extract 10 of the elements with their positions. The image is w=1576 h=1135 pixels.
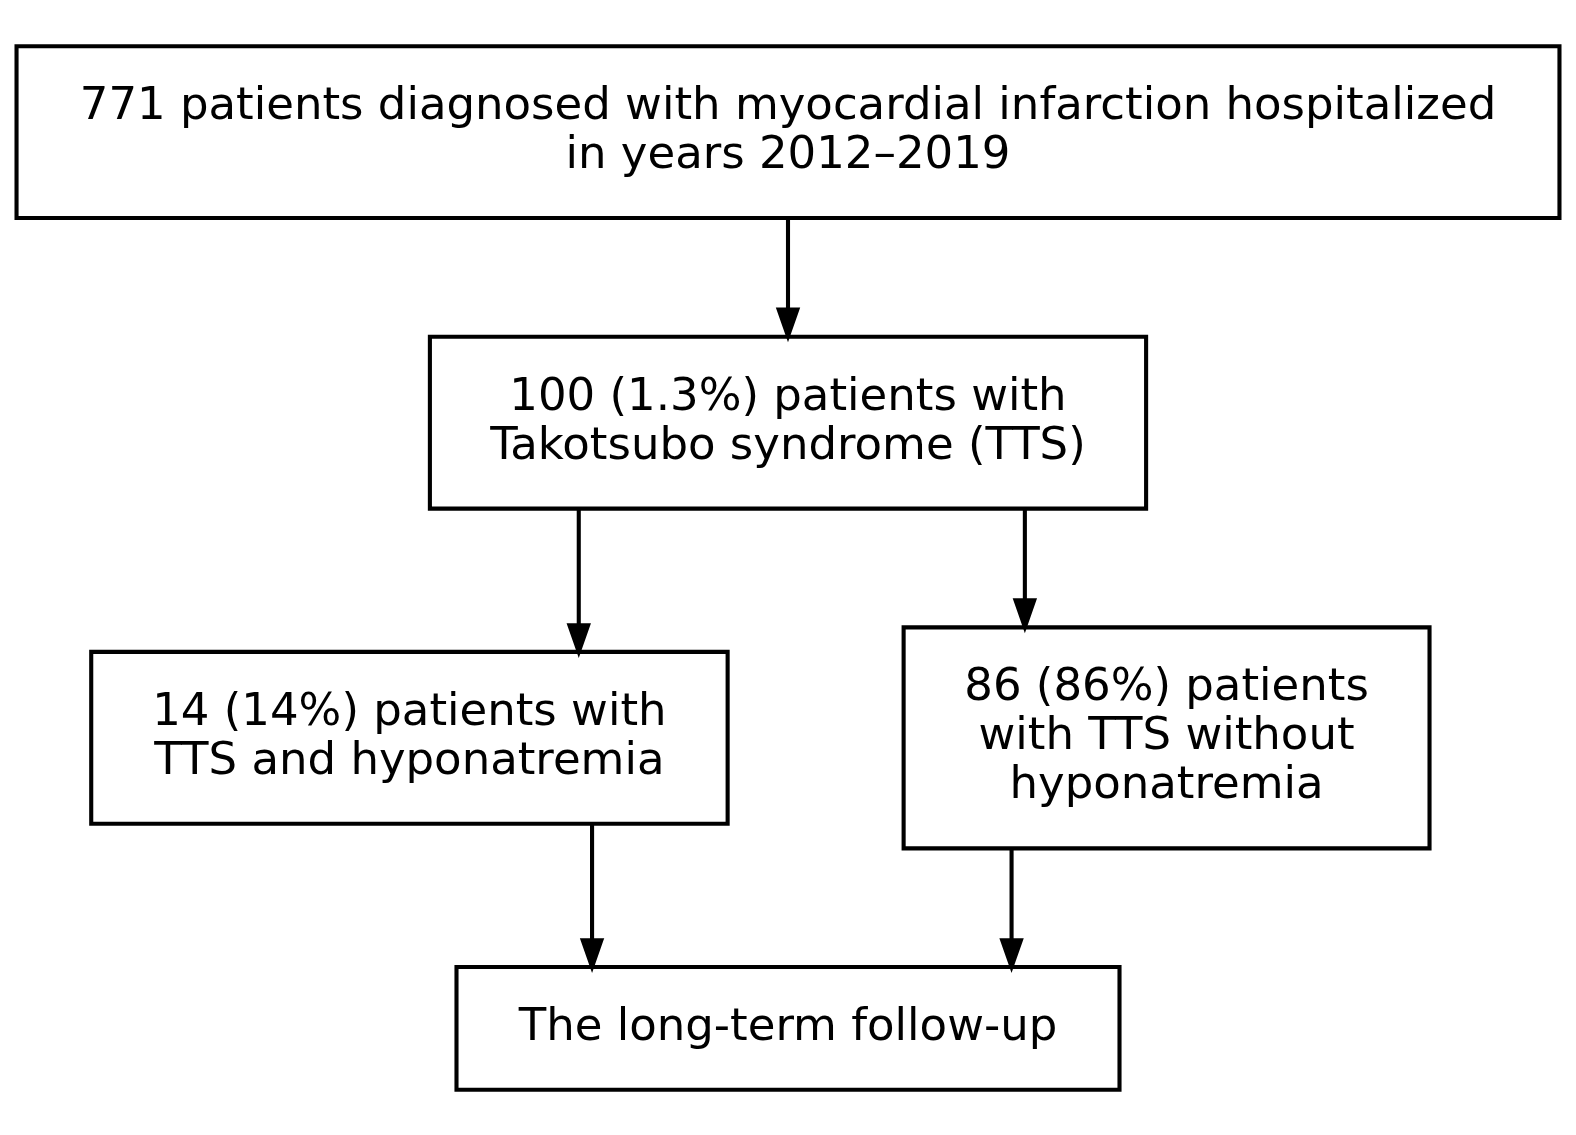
arrow <box>566 508 591 658</box>
arrow <box>579 823 605 973</box>
arrow <box>1012 508 1038 633</box>
node-box: 100 (1.3%) patients with Takotsubo syndrome (TTS) <box>427 334 1149 511</box>
arrow <box>999 848 1024 973</box>
node-box: The long-term follow-up <box>454 964 1122 1092</box>
node-box: 86 (86%) patients with TTS without hyponatremia <box>901 624 1432 850</box>
arrow <box>775 218 801 342</box>
node-box: 771 patients diagnosed with myocardial infarction hospitalized in years 2012–2019 <box>14 43 1562 220</box>
node-box: 14 (14%) patients with TTS and hyponatremia <box>89 649 730 826</box>
